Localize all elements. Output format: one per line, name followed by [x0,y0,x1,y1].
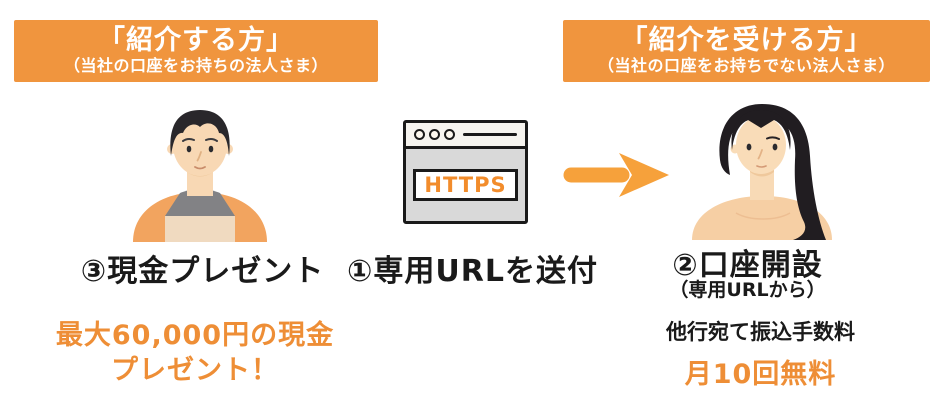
browser-dot-icon [429,129,440,140]
referrer-banner-subtitle: （当社の口座をお持ちの法人さま） [63,55,328,75]
referrer-benefit-line2: プレゼント！ [111,355,279,387]
recipient-banner-subtitle: （当社の口座をお持ちでない法人さま） [597,55,895,75]
browser-window-icon: HTTPS [403,120,528,224]
browser-dot-icon [414,129,425,140]
arrow-right-icon [563,153,669,197]
step3-label: ③現金プレゼント [80,254,325,289]
recipient-fee-label: 他行宛て振込手数料 [666,320,855,344]
recipient-banner: 「紹介を受ける方」 （当社の口座をお持ちでない法人さま） [563,20,930,82]
step2-label: ②口座開設 [672,248,823,283]
step2-sublabel: （専用URLから） [669,279,826,301]
referrer-benefit-text: 最大60,000円の現金 プレゼント！ [40,318,350,388]
https-label: HTTPS [413,169,518,201]
woman-avatar-icon [692,104,832,240]
recipient-fee-highlight: 月10回無料 [684,359,837,390]
referrer-benefit-line1: 最大60,000円の現金 [55,320,335,351]
browser-titlebar [406,123,525,149]
referrer-banner: 「紹介する方」 （当社の口座をお持ちの法人さま） [14,20,378,82]
browser-addressbar-line [463,133,517,136]
browser-viewport: HTTPS [406,149,525,221]
referrer-banner-title: 「紹介する方」 [98,25,294,57]
recipient-banner-title: 「紹介を受ける方」 [620,25,873,57]
browser-dot-icon [444,129,455,140]
man-avatar-icon [133,110,267,242]
step1-label: ①専用URLを送付 [347,254,598,289]
